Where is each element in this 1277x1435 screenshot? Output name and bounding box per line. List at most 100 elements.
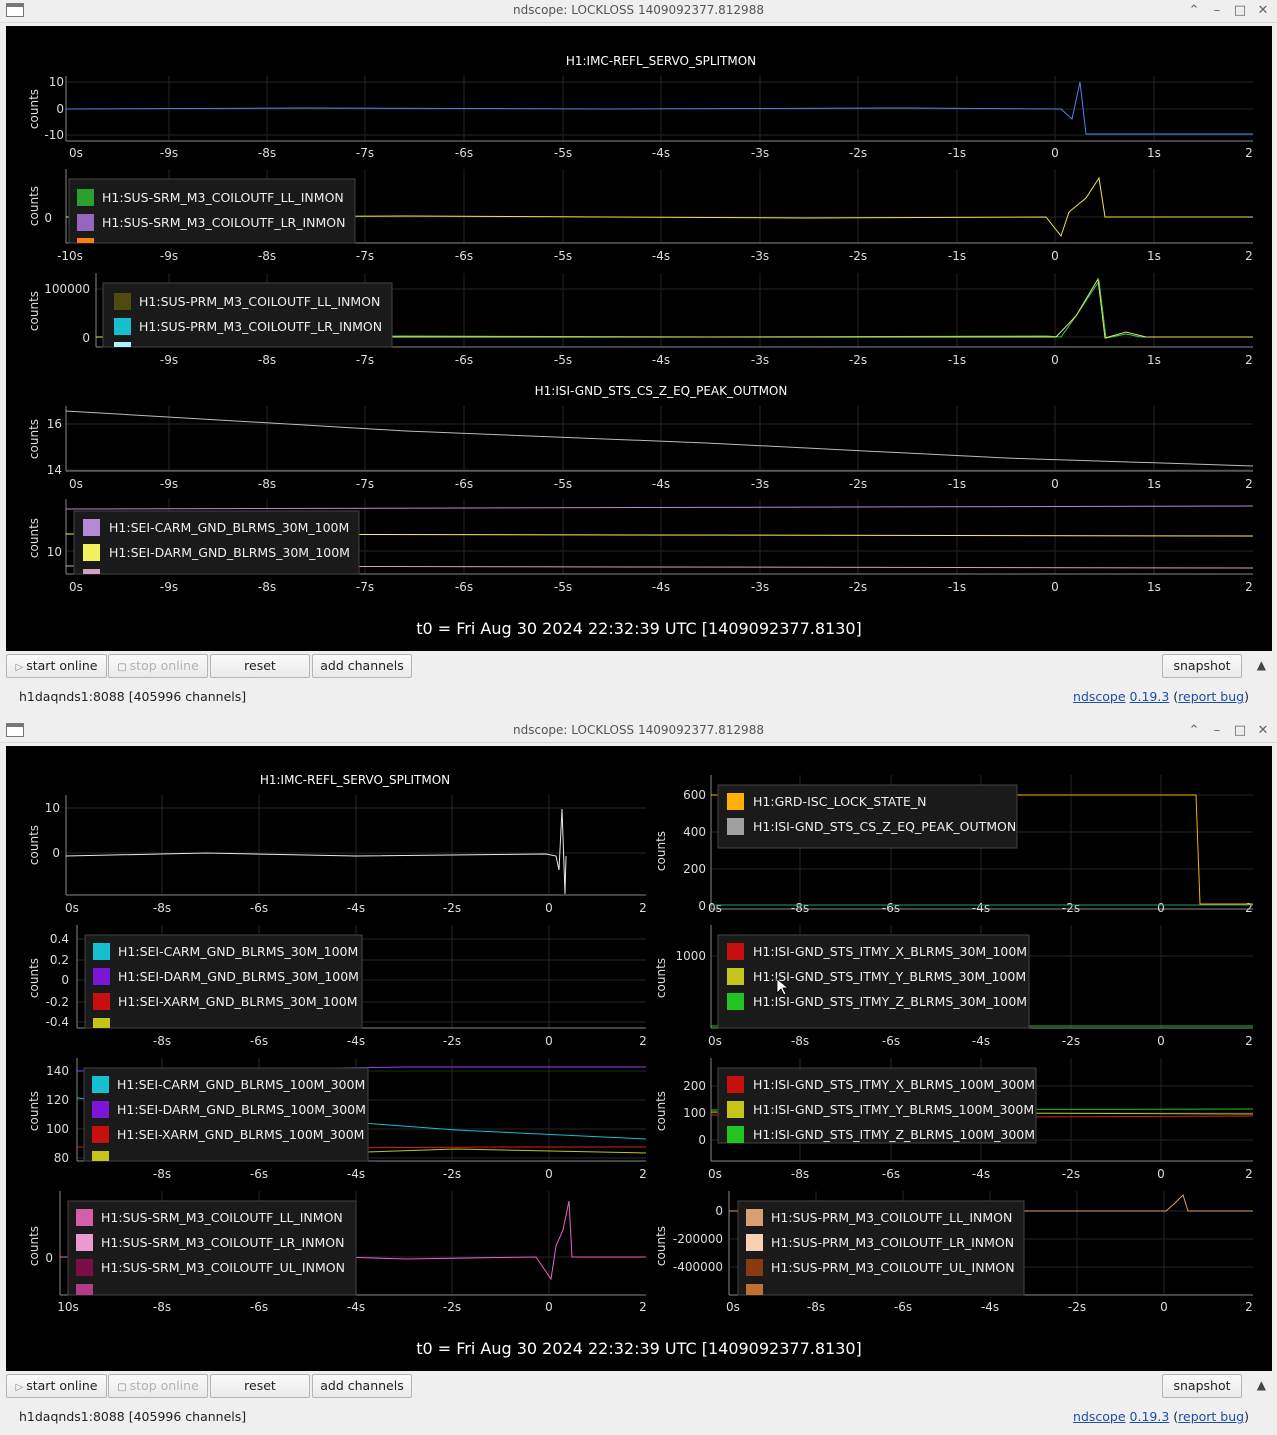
- x-tick: -7s: [356, 353, 374, 367]
- start-online-button[interactable]: ▷start online: [6, 654, 107, 678]
- x-tick: -4s: [652, 249, 670, 263]
- x-tick: 0: [1157, 1034, 1165, 1048]
- collapse-arrow-icon[interactable]: ▲: [1256, 658, 1266, 672]
- legend-label: H1:GRD-ISC_LOCK_STATE_N: [753, 794, 927, 809]
- x-tick: -7s: [356, 477, 374, 491]
- ndscope-link[interactable]: ndscope: [1073, 689, 1126, 704]
- x-tick: -6s: [250, 901, 268, 915]
- y-tick: 10: [45, 801, 60, 815]
- y-tick: 10: [47, 545, 62, 559]
- plot-imc-refl[interactable]: H1:IMC-REFL_SERVO_SPLITMON counts 10 0 0…: [27, 773, 647, 915]
- x-tick: 0s: [708, 901, 722, 915]
- ndscope-link[interactable]: ndscope: [1073, 1409, 1126, 1424]
- legend-box: [717, 784, 1018, 849]
- legend-label: H1:ISI-GND_STS_CS_Z_EQ_PEAK_OUTMON: [753, 819, 1016, 834]
- snapshot-button[interactable]: snapshot: [1162, 654, 1242, 678]
- x-tick: -9s: [160, 146, 178, 160]
- legend-swatch: [93, 1018, 110, 1028]
- plot-prm-coil[interactable]: counts 100000 0 -9s -8s -7s -6s -5s -4s …: [27, 273, 1253, 367]
- y-tick: 14: [47, 463, 62, 477]
- mouse-cursor-icon: [776, 978, 790, 996]
- plot-area[interactable]: H1:IMC-REFL_SERVO_SPLITMON counts 10 0 -…: [6, 26, 1272, 651]
- legend-box: [73, 510, 360, 575]
- legend-swatch: [92, 1126, 109, 1143]
- close-icon[interactable]: ✕: [1257, 3, 1269, 18]
- plot-itmy-blrms-100m[interactable]: counts 200 100 0 0s -8s -6s -4s -2s 0 2: [654, 1058, 1254, 1181]
- legend-swatch: [93, 968, 110, 985]
- plot-imc-refl[interactable]: H1:IMC-REFL_SERVO_SPLITMON counts 10 0 -…: [27, 54, 1253, 160]
- plot-area[interactable]: H1:IMC-REFL_SERVO_SPLITMON counts 10 0 0…: [6, 746, 1272, 1371]
- x-tick: -2s: [443, 1300, 461, 1314]
- close-icon[interactable]: ✕: [1257, 723, 1269, 738]
- x-tick: 2: [639, 901, 647, 915]
- x-tick: 0: [1051, 580, 1059, 594]
- x-tick: 0: [545, 901, 553, 915]
- x-tick: 0: [1157, 1167, 1165, 1181]
- plot-sei-blrms-30m[interactable]: counts 0.4 0.2 0 -0.2 -0.4 -8s -6s -4s -…: [27, 925, 647, 1048]
- x-tick: -4s: [652, 353, 670, 367]
- x-tick: 0: [545, 1167, 553, 1181]
- x-tick: -5s: [554, 353, 572, 367]
- minimize-icon[interactable]: –: [1213, 3, 1221, 18]
- title-bar: ndscope: LOCKLOSS 1409092377.812988 ⌃ – …: [0, 720, 1277, 743]
- legend-label: H1:ISI-GND_STS_ITMY_Y_BLRMS_30M_100M: [753, 969, 1026, 984]
- add-channels-button[interactable]: add channels: [312, 1374, 412, 1398]
- stop-online-button[interactable]: ▢stop online: [108, 1374, 208, 1398]
- window-app-icon[interactable]: [6, 723, 24, 737]
- window-shade-icon[interactable]: ⌃: [1188, 3, 1200, 18]
- status-text: h1daqnds1:8088 [405996 channels]: [19, 1409, 247, 1424]
- reset-button[interactable]: reset: [210, 654, 310, 678]
- plot-lock-state[interactable]: counts 600 400 200 0 0s -8s -6s -4s -2s …: [654, 775, 1253, 915]
- legend-box: [717, 934, 1030, 1029]
- x-tick: -6s: [882, 1034, 900, 1048]
- x-tick: -8s: [153, 1034, 171, 1048]
- start-online-button[interactable]: ▷start online: [6, 1374, 107, 1398]
- collapse-arrow-icon[interactable]: ▲: [1256, 1378, 1266, 1392]
- plot-sei-blrms-100m[interactable]: counts 140 120 100 80 -8s -6s -4s -2s 0 …: [27, 1058, 647, 1181]
- legend-swatch: [93, 993, 110, 1010]
- x-tick: 2: [1245, 901, 1253, 915]
- plot-eq-peak[interactable]: H1:ISI-GND_STS_CS_Z_EQ_PEAK_OUTMON count…: [27, 384, 1254, 491]
- legend-swatch: [746, 1259, 763, 1276]
- trace-imc-refl: [65, 81, 1253, 135]
- x-tick: -1s: [948, 353, 966, 367]
- maximize-icon[interactable]: □: [1233, 723, 1247, 738]
- stop-online-button[interactable]: ▢stop online: [108, 654, 208, 678]
- window-shade-icon[interactable]: ⌃: [1188, 723, 1200, 738]
- y-axis-label: counts: [27, 1091, 41, 1131]
- x-tick: 0s: [65, 901, 79, 915]
- x-tick: -8s: [153, 1300, 171, 1314]
- x-tick: 2: [1245, 146, 1253, 160]
- version-link[interactable]: 0.19.3: [1129, 689, 1170, 704]
- plot-blrms-30m[interactable]: counts 10 0s -9s -8s -7s -6s -5s -4s -3s…: [27, 499, 1254, 594]
- plot-srm-coils[interactable]: counts 0 10s -8s -6s -4s -2s 0 2 H1:SUS-…: [27, 1191, 647, 1314]
- add-channels-button[interactable]: add channels: [312, 654, 412, 678]
- report-bug-link[interactable]: report bug: [1178, 689, 1245, 704]
- x-tick: 2: [639, 1167, 647, 1181]
- x-tick: -9s: [160, 580, 178, 594]
- x-tick: 0s: [69, 580, 83, 594]
- window-app-icon[interactable]: [6, 3, 24, 17]
- y-axis-label: counts: [654, 831, 668, 871]
- snapshot-button[interactable]: snapshot: [1162, 1374, 1242, 1398]
- x-tick: 0: [1051, 353, 1059, 367]
- plot-title: H1:ISI-GND_STS_CS_Z_EQ_PEAK_OUTMON: [535, 384, 788, 398]
- x-tick: -6s: [455, 477, 473, 491]
- plot-itmy-blrms-30m[interactable]: counts 1000 0s -8s -6s -4s -2s 0 2 H1:IS…: [654, 925, 1253, 1048]
- y-tick: -10: [44, 128, 64, 142]
- plot-title: H1:IMC-REFL_SERVO_SPLITMON: [566, 54, 756, 68]
- legend-label: H1:ISI-GND_STS_ITMY_X_BLRMS_30M_100M: [753, 944, 1027, 959]
- plot-srm-coil[interactable]: counts 0 -10s -9s -8s -7s -6s -5s -4s -3…: [27, 169, 1253, 263]
- version-link[interactable]: 0.19.3: [1129, 1409, 1170, 1424]
- report-bug-link[interactable]: report bug: [1178, 1409, 1245, 1424]
- x-tick: -8s: [258, 477, 276, 491]
- trace-imc-refl: [65, 808, 567, 895]
- x-tick: 1s: [1147, 146, 1161, 160]
- maximize-icon[interactable]: □: [1233, 3, 1247, 18]
- reset-button[interactable]: reset: [210, 1374, 310, 1398]
- minimize-icon[interactable]: –: [1213, 723, 1221, 738]
- legend-box: [67, 1200, 357, 1296]
- plot-prm-coils[interactable]: counts 0 -200000 -400000 0s -8s -6s -4s …: [654, 1191, 1253, 1314]
- legend-label: H1:SEI-XARM_GND_BLRMS_30M_100M: [118, 994, 358, 1009]
- x-tick: -6s: [455, 353, 473, 367]
